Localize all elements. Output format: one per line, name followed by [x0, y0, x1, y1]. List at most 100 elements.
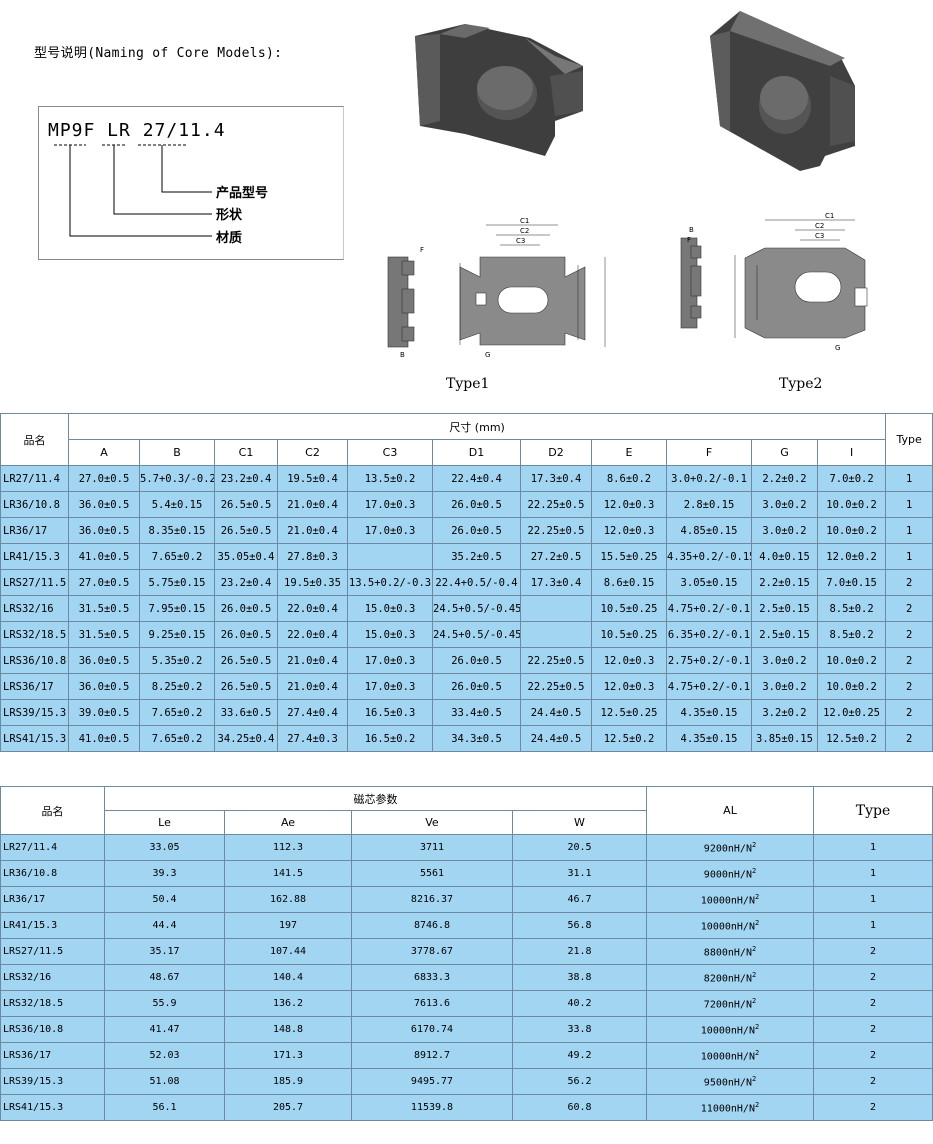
cell-d2: 22.25±0.5 [520, 647, 592, 674]
cell-ve: 3711 [351, 834, 513, 861]
al-unit-exponent: 2 [751, 866, 757, 875]
cell-le: 35.17 [104, 938, 225, 965]
cell-d2 [520, 595, 592, 622]
al-unit: nH/N [727, 869, 752, 881]
cell-ve: 11539.8 [351, 1094, 513, 1121]
cell-name: LRS27/11.5 [0, 569, 69, 596]
cell-i: 7.0±0.15 [816, 569, 887, 596]
cell-c3: 16.5±0.3 [347, 699, 433, 726]
cell-c3: 13.5±0.2 [347, 465, 433, 492]
cell-g: 3.85±0.15 [751, 725, 818, 752]
cell-ve: 3778.67 [351, 938, 513, 965]
cell-e: 10.5±0.25 [591, 621, 667, 648]
cell-name: LRS41/15.3 [0, 725, 69, 752]
cell-le: 52.03 [104, 1042, 225, 1069]
cell-g: 2.5±0.15 [751, 595, 818, 622]
cell-e: 12.0±0.3 [591, 647, 667, 674]
al-unit-exponent: 2 [754, 918, 760, 927]
cell-w: 40.2 [512, 990, 647, 1017]
al-unit-exponent: 2 [754, 1100, 760, 1109]
cell-f: 2.8±0.15 [666, 491, 752, 518]
cell-d1: 35.2±0.5 [432, 543, 521, 570]
cell-a: 39.0±0.5 [68, 699, 140, 726]
cell-name: LR36/17 [0, 886, 105, 913]
cell-i: 10.0±0.2 [816, 491, 887, 518]
cell-al: 9200nH/N2 [646, 834, 814, 861]
cell-al: 10000nH/N2 [646, 912, 814, 939]
al-value: 8200 [703, 973, 728, 985]
cell-e: 12.5±0.25 [591, 699, 667, 726]
cell-e: 10.5±0.25 [591, 595, 667, 622]
svg-text:G: G [485, 351, 490, 359]
naming-leader-lines [54, 144, 212, 237]
cell-w: 49.2 [512, 1042, 647, 1069]
cell-c1: 33.6±0.5 [214, 699, 278, 726]
al-unit: nH/N [730, 1051, 755, 1063]
cell-a: 36.0±0.5 [68, 647, 140, 674]
cell-c3: 13.5+0.2/-0.3 [347, 569, 433, 596]
al-unit-exponent: 2 [754, 892, 760, 901]
cell-w: 56.2 [512, 1068, 647, 1095]
cell-e: 8.6±0.15 [591, 569, 667, 596]
col-header-c1: C1 [214, 439, 278, 466]
cell-w: 20.5 [512, 834, 647, 861]
cell-c3: 15.0±0.3 [347, 621, 433, 648]
al-value: 9000 [703, 869, 728, 881]
cell-name: LR41/15.3 [0, 912, 105, 939]
cell-name: LRS39/15.3 [0, 699, 69, 726]
svg-text:C2: C2 [815, 222, 824, 230]
cell-name: LR41/15.3 [0, 543, 69, 570]
cell-name: LRS36/17 [0, 1042, 105, 1069]
cell-d2: 17.3±0.4 [520, 465, 592, 492]
cell-type: 2 [813, 1094, 933, 1121]
cell-ae: 148.8 [224, 1016, 352, 1043]
cell-b: 7.65±0.2 [139, 543, 215, 570]
cell-b: 9.25±0.15 [139, 621, 215, 648]
cell-al: 10000nH/N2 [646, 1016, 814, 1043]
cell-a: 31.5±0.5 [68, 595, 140, 622]
al-unit-exponent: 2 [751, 840, 757, 849]
cell-ve: 8912.7 [351, 1042, 513, 1069]
cell-d1: 26.0±0.5 [432, 673, 521, 700]
cell-name: LR36/10.8 [0, 491, 69, 518]
cell-type: 2 [813, 990, 933, 1017]
cell-i: 12.0±0.2 [816, 543, 887, 570]
cell-type: 2 [813, 1068, 933, 1095]
legend-material: 材质 [216, 231, 243, 246]
cell-f: 6.35+0.2/-0.1 [666, 621, 752, 648]
cell-e: 8.6±0.2 [591, 465, 667, 492]
cell-type: 2 [885, 621, 933, 648]
header-core-params: 磁芯参数 [104, 786, 647, 811]
col-header-c3: C3 [347, 439, 433, 466]
al-unit-exponent: 2 [751, 996, 757, 1005]
cell-type: 2 [813, 938, 933, 965]
cell-ve: 6170.74 [351, 1016, 513, 1043]
cell-i: 10.0±0.2 [816, 517, 887, 544]
col-header-g: G [751, 439, 818, 466]
cell-type: 1 [813, 912, 933, 939]
cell-a: 27.0±0.5 [68, 569, 140, 596]
header-dimensions: 尺寸 (mm) [67, 413, 887, 440]
cell-name: LRS32/16 [0, 964, 105, 991]
header-type: Type [885, 413, 933, 466]
al-value: 10000 [700, 895, 731, 907]
svg-text:C2: C2 [520, 227, 529, 235]
cell-le: 33.05 [104, 834, 225, 861]
cell-c2: 19.5±0.35 [277, 569, 348, 596]
cell-d2: 17.3±0.4 [520, 569, 592, 596]
cell-f: 4.75+0.2/-0.1 [666, 595, 752, 622]
al-unit: nH/N [730, 921, 755, 933]
col-header-w: W [512, 810, 647, 835]
cell-al: 11000nH/N2 [646, 1094, 814, 1121]
col-header-e: E [591, 439, 667, 466]
cell-d1: 22.4+0.5/-0.4 [432, 569, 521, 596]
cell-g: 2.5±0.15 [751, 621, 818, 648]
